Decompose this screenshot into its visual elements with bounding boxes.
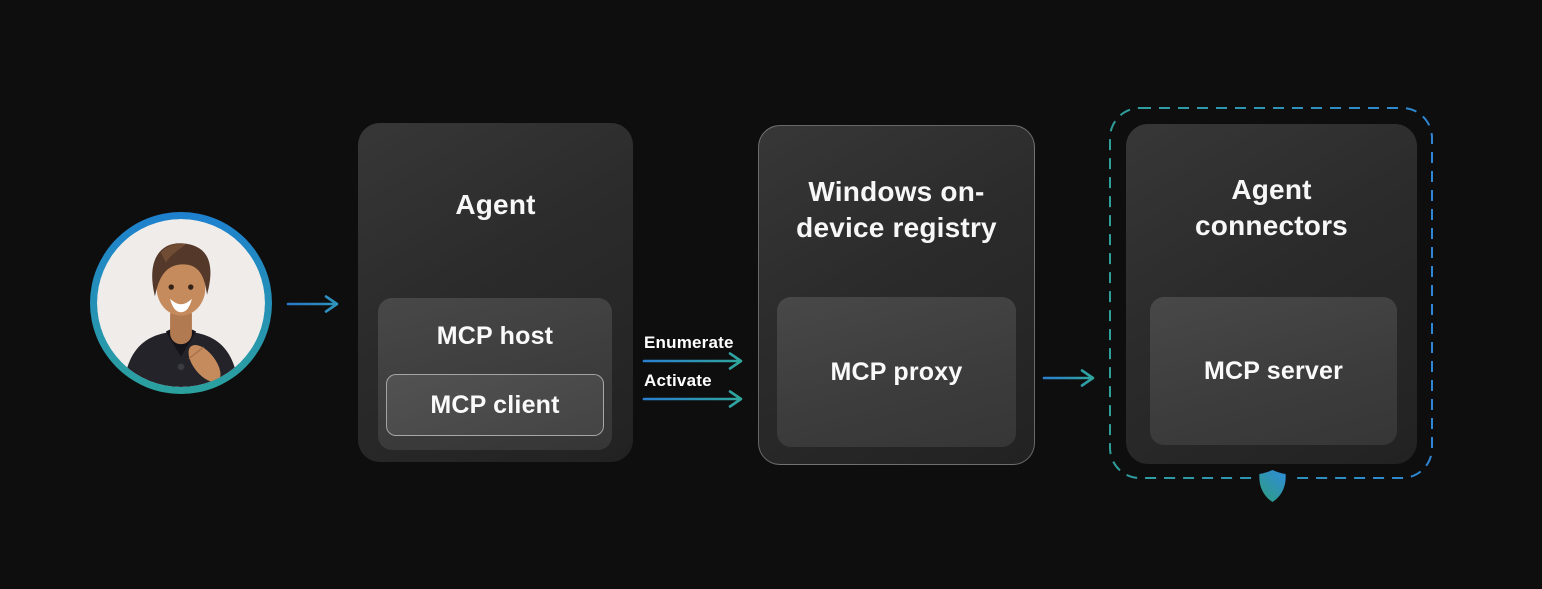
user-photo-icon	[97, 219, 265, 387]
agent-node: Agent MCP host MCP client	[358, 123, 633, 462]
user-avatar	[90, 212, 272, 394]
shield-icon	[1254, 465, 1291, 507]
enumerate-flow-label: Enumerate	[644, 333, 734, 352]
mcp-server-label: MCP server	[1203, 356, 1344, 385]
registry-node: Windows on-device registry MCP proxy	[758, 125, 1035, 465]
mcp-client-label: MCP client	[430, 390, 560, 419]
mcp-server-box: MCP server	[1150, 297, 1397, 445]
registry-title: Windows on-device registry	[796, 176, 997, 243]
mcp-host-label: MCP host	[436, 321, 554, 350]
mcp-proxy-label: MCP proxy	[830, 357, 963, 386]
registry-to-connectors-arrow	[1042, 369, 1095, 387]
mcp-host-box: MCP host MCP client	[378, 298, 612, 450]
agent-connectors-node: Agent connectors MCP server	[1126, 124, 1417, 464]
activate-arrow	[642, 390, 743, 408]
agent-connectors-title: Agent connectors	[1195, 174, 1348, 241]
activate-flow-label: Activate	[644, 371, 712, 390]
mcp-client-box: MCP client	[386, 374, 604, 436]
enumerate-arrow	[642, 352, 743, 370]
agent-title: Agent	[455, 189, 536, 220]
mcp-proxy-box: MCP proxy	[777, 297, 1016, 447]
user-to-agent-arrow	[286, 295, 339, 313]
